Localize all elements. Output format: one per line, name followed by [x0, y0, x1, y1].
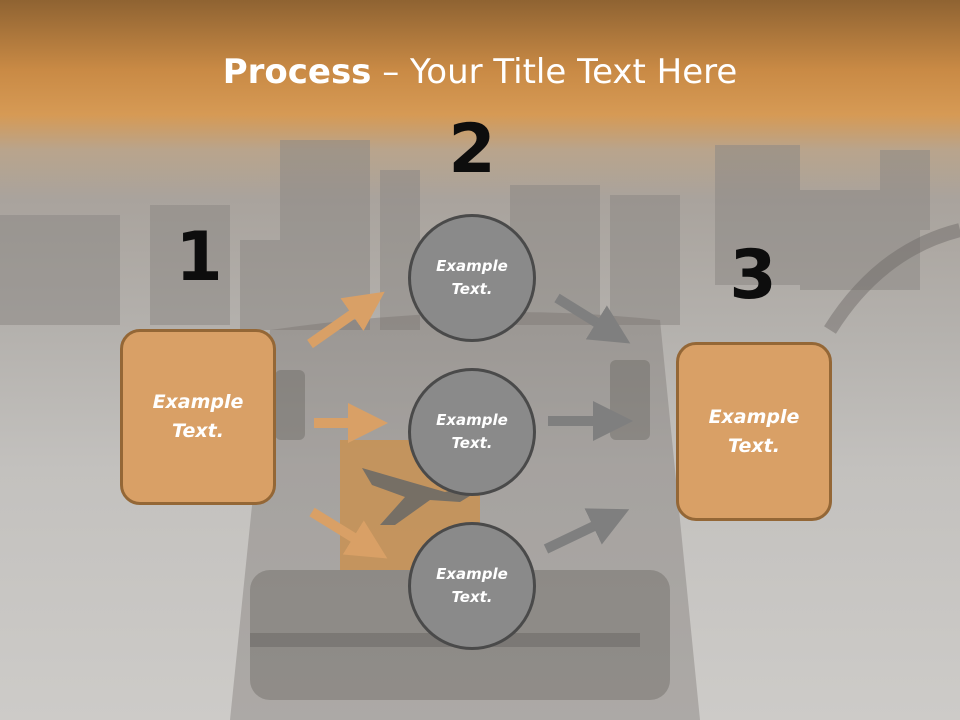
- arrow-left-to-bottom: [309, 507, 388, 559]
- circle-bottom-line1: Example: [436, 565, 508, 583]
- step-number-1: 1: [175, 218, 223, 297]
- circle-middle-line2: Text.: [451, 434, 493, 452]
- slide-title: Process – Your Title Text Here: [0, 52, 960, 92]
- right-box-line2: Text.: [728, 434, 780, 457]
- circle-top-line1: Example: [436, 257, 508, 275]
- circle-top-line2: Text.: [451, 280, 493, 298]
- circle-middle-line1: Example: [436, 411, 508, 429]
- title-bold: Process: [222, 52, 372, 92]
- step-number-3: 3: [729, 236, 777, 315]
- right-box-line1: Example: [708, 405, 800, 428]
- arrow-top-to-right: [554, 293, 631, 344]
- arrow-bottom-to-right: [543, 508, 630, 554]
- circle-bottom-line2: Text.: [451, 588, 493, 606]
- left-box-line1: Example: [152, 391, 244, 413]
- title-rest: – Your Title Text Here: [371, 52, 738, 92]
- step-number-2: 2: [448, 110, 496, 189]
- arrow-left-to-top: [307, 291, 385, 349]
- left-box-line2: Text.: [172, 420, 224, 442]
